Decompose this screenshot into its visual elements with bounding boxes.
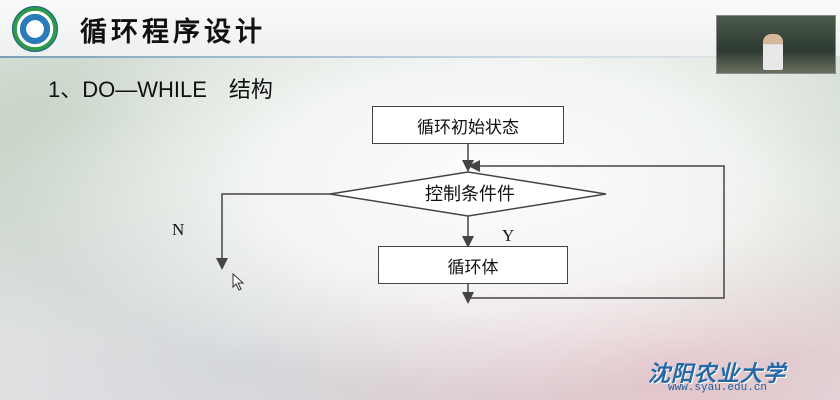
university-watermark: 沈阳农业大学 (648, 361, 787, 387)
no-label: N (172, 220, 185, 239)
university-url[interactable]: www.syau.edu.cn (668, 382, 768, 394)
section-heading: 1、DO—WHILE 结构 (48, 77, 273, 102)
presenter-video (716, 15, 836, 74)
condition-label: 控制条件件 (425, 184, 515, 205)
university-logo-icon (12, 6, 58, 52)
init-state-box: 循环初始状态 (372, 106, 564, 144)
loop-body-box: 循环体 (378, 246, 568, 284)
slide-title: 循环程序设计 (80, 17, 266, 48)
yes-label: Y (502, 226, 515, 245)
mouse-cursor-icon (232, 273, 245, 291)
condition-diamond (329, 171, 607, 217)
presenter-figure (763, 34, 783, 70)
header-divider (0, 56, 840, 58)
slide-header: 循环程序设计 (0, 0, 840, 56)
